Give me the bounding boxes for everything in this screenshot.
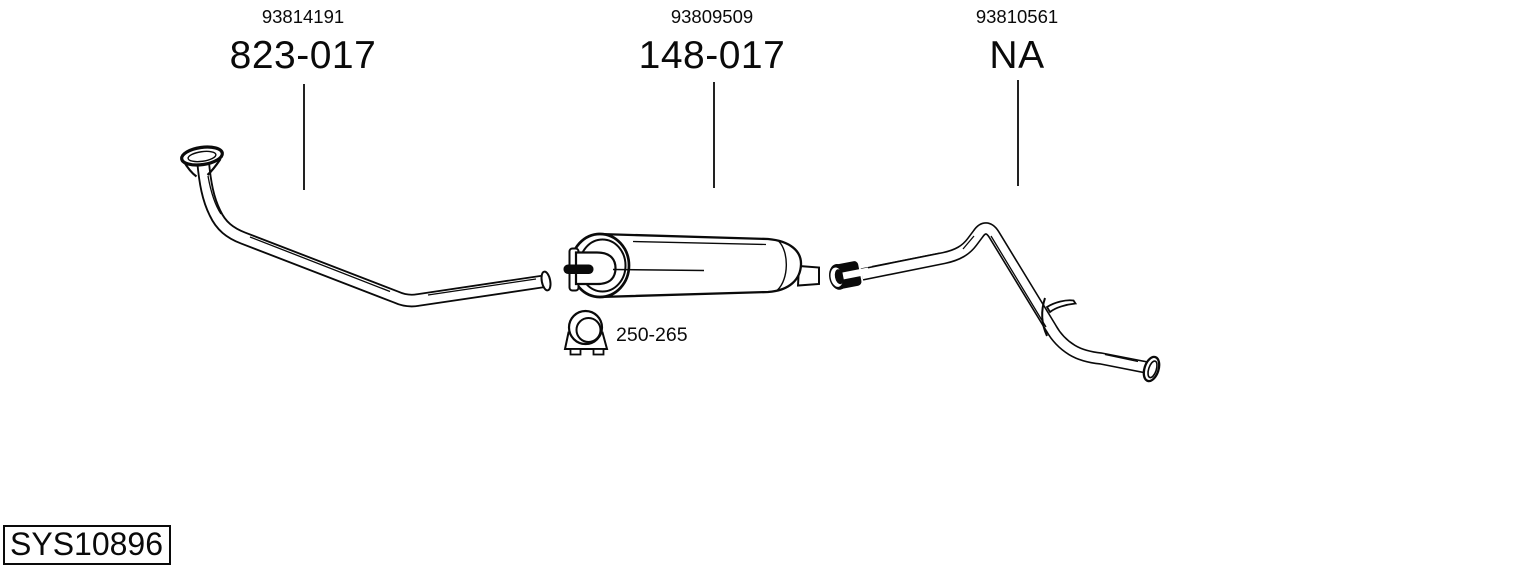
system-code-box: SYS10896 [3, 525, 172, 565]
muffler-drawing [563, 232, 820, 299]
hanger-hook-icon [1041, 297, 1078, 337]
part-code: 148-017 [638, 34, 786, 77]
part-label-tailpipe: 93810561 NA [976, 6, 1058, 76]
part-ref-number: 93810561 [975, 6, 1059, 27]
part-label-muffler: 93809509 148-017 [639, 6, 786, 76]
part-code: 823-017 [229, 34, 377, 77]
flange-end [180, 145, 224, 178]
part-label-front-pipe: 93814191 823-017 [230, 6, 377, 76]
part-ref-number: 93814191 [261, 6, 345, 27]
leader-lines [303, 80, 1019, 190]
system-code: SYS10896 [10, 526, 164, 562]
part-code: NA [989, 34, 1045, 77]
inlet-socket [563, 247, 617, 292]
clamp-size-label: 250-265 [616, 324, 688, 346]
clamp-icon [563, 309, 609, 356]
front-pipe-drawing [180, 145, 552, 308]
part-ref-number: 93809509 [670, 6, 754, 27]
tailpipe-drawing [829, 222, 1161, 383]
